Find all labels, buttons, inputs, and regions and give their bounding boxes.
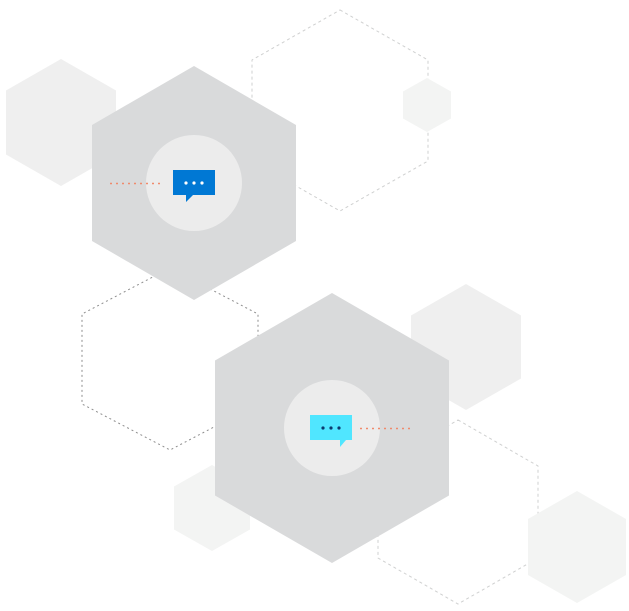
chat-bubble-icon: [310, 415, 352, 447]
hexagon-light-top-left: [6, 59, 116, 186]
hexagon-dashed-bottom-right: [377, 419, 539, 605]
chat-bubble-icon: [173, 170, 215, 202]
hexagon-dashed-top: [251, 9, 429, 212]
hexagon-small-top: [403, 78, 451, 132]
hexagon-faint-bottom-right: [528, 491, 626, 603]
